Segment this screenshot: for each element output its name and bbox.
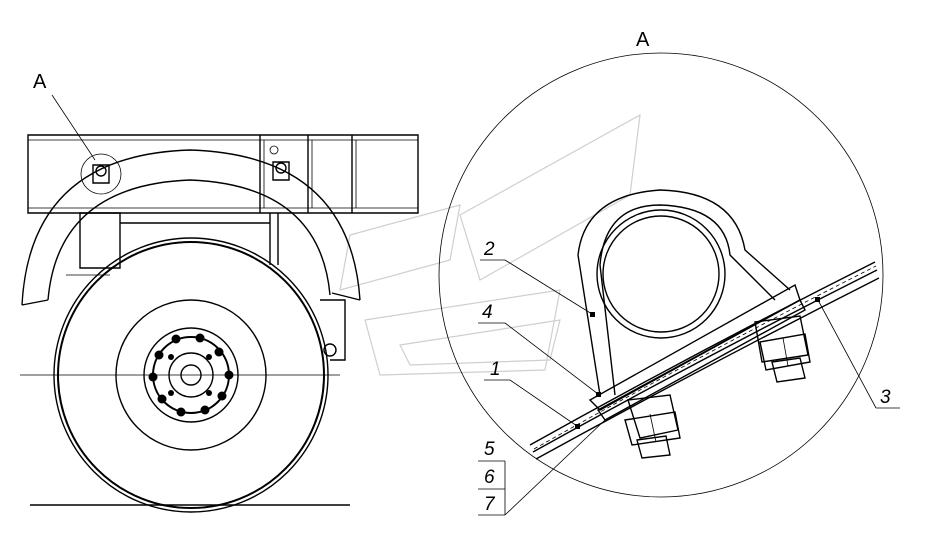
callouts: 2 4 1 3 5 6 7	[478, 239, 900, 516]
detail-view-a	[438, 52, 884, 498]
callout-4: 4	[482, 302, 493, 323]
callout-6: 6	[484, 467, 495, 488]
callout-3: 3	[880, 387, 891, 408]
detail-a-circle	[80, 153, 122, 195]
view-label-a-main: A	[33, 71, 47, 93]
trailer-side-view	[20, 134, 419, 513]
callout-7: 7	[484, 494, 496, 515]
callout-1: 1	[490, 359, 501, 380]
lug-nuts	[148, 333, 234, 417]
view-label-a-detail: A	[636, 29, 650, 51]
callout-5: 5	[484, 439, 495, 460]
callout-2: 2	[483, 239, 495, 260]
